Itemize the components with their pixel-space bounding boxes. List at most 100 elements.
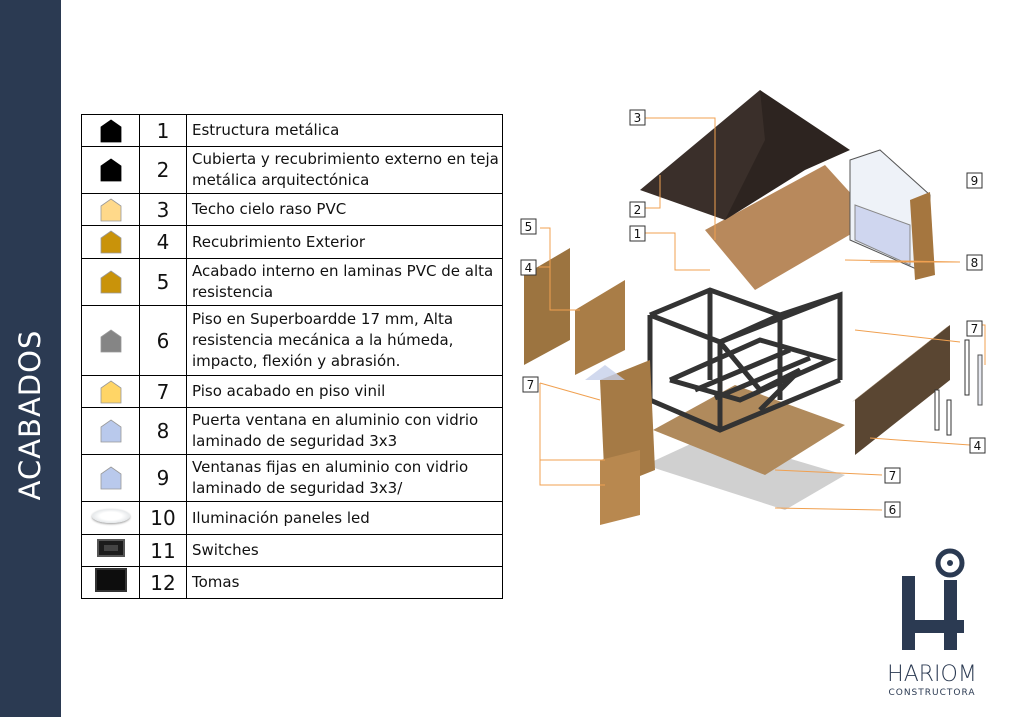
callout-4a: 4 [520,259,537,276]
legend-swatch [81,534,140,567]
legend-swatch [81,305,140,376]
svg-text:2: 2 [634,203,642,217]
window-strip-3 [934,389,940,431]
callout-7a: 7 [522,376,539,393]
legend-description: Estructura metálica [186,114,503,147]
window-strip-2 [977,354,983,406]
wall-side-right [910,192,935,280]
callout-3: 3 [629,109,646,126]
right-exterior-wall [855,325,950,455]
legend-number: 2 [139,146,187,194]
callout-4b: 4 [969,437,986,454]
legend-number: 11 [139,534,187,567]
house-swatch-icon [100,270,121,294]
house-swatch-icon [100,158,121,182]
callout-5: 5 [520,218,537,235]
metal-roof-right [725,90,850,220]
legend-number: 4 [139,225,187,259]
interior-wall-panel [575,280,625,375]
legend-swatch [81,114,140,147]
exploded-house-diagram: 3 2 1 5 4 7 9 8 7 4 7 6 [520,90,986,525]
legend-description: Iluminación paneles led [186,501,503,535]
front-wall-lower [600,450,640,525]
legend-description: Ventanas fijas en aluminio con vidrio la… [186,454,503,502]
callout-7b: 7 [966,320,983,337]
svg-text:7: 7 [971,322,979,336]
svg-text:7: 7 [527,378,535,392]
house-swatch-icon [100,198,121,221]
legend-description: Switches [186,534,503,567]
svg-text:6: 6 [889,503,897,517]
svg-text:3: 3 [634,111,642,125]
window-glass [854,204,911,266]
house-swatch-icon [100,419,121,443]
callout-2: 2 [629,201,646,218]
legend-description: Recubrimiento Exterior [186,225,503,259]
house-swatch-icon [100,230,121,254]
legend-number: 8 [139,407,187,455]
sidebar-title: ACABADOS [13,329,47,501]
metal-frame [647,287,843,433]
svg-text:4: 4 [525,261,533,275]
callout-7c: 7 [884,467,901,484]
house-swatch-icon [100,380,121,403]
outlet-icon [94,568,127,592]
window-strip-1 [964,339,970,396]
legend-number: 12 [139,566,187,599]
legend-number: 3 [139,193,187,226]
legend-number: 9 [139,454,187,502]
legend-description: Puerta ventana en aluminio con vidrio la… [186,407,503,455]
callout-6: 6 [884,501,901,518]
callout-9: 9 [966,172,983,189]
legend-description: Techo cielo raso PVC [186,193,503,226]
legend-swatch [81,407,140,455]
legend-number: 1 [139,114,187,147]
switch-icon [96,539,125,557]
legend-swatch [81,566,140,599]
legend-number: 5 [139,258,187,306]
floor-vinyl [653,385,845,475]
legend-swatch [81,146,140,194]
svg-text:9: 9 [971,174,979,188]
logo-name: HARIOM [887,662,977,687]
window-strip-4 [946,399,952,436]
callout-8: 8 [966,254,983,271]
legend-number: 10 [139,501,187,535]
house-swatch-icon [100,466,121,490]
logo-subtitle: CONSTRUCTORA [888,688,976,698]
svg-text:4: 4 [974,439,982,453]
svg-text:5: 5 [525,220,533,234]
callout-1: 1 [629,225,646,242]
svg-text:7: 7 [889,469,897,483]
legend-number: 7 [139,375,187,408]
house-swatch-icon [100,119,121,142]
legend-swatch [81,225,140,259]
company-logo: HARIOM CONSTRUCTORA [880,548,990,708]
sidebar: ACABADOS [0,0,61,717]
legend-swatch [81,193,140,226]
legend-description: Piso acabado en piso vinil [186,375,503,408]
legend-number: 6 [139,305,187,376]
right-wall-trim [852,325,950,402]
front-gable [585,365,625,380]
legend-description: Piso en Superboardde 17 mm, Alta resiste… [186,305,503,376]
floor-superboard [645,435,845,510]
callout-boxes: 3 2 1 5 4 7 9 8 7 4 7 6 [520,109,986,518]
svg-text:8: 8 [971,256,979,270]
legend-swatch [81,454,140,502]
legend-swatch [81,375,140,408]
ceiling-panel [705,165,875,290]
